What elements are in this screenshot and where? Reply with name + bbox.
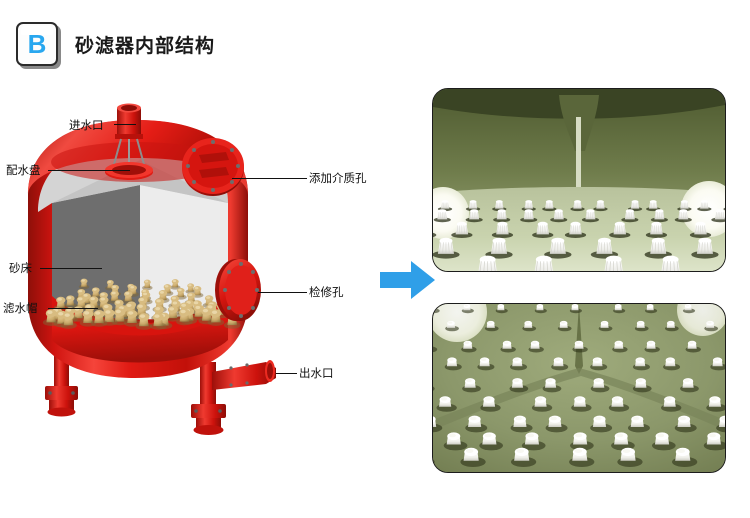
flow-arrow [378, 258, 438, 302]
leader-filter-cap [48, 308, 98, 309]
flow-arrow-icon [380, 261, 435, 299]
page-title: 砂滤器内部结构 [75, 35, 216, 57]
leader-media-port [232, 178, 307, 179]
label-outlet: 出水口 [299, 368, 334, 380]
label-sand-bed: 砂床 [9, 263, 32, 275]
photo-filter-caps-top [432, 303, 726, 473]
label-filter-cap: 滤水帽 [3, 303, 38, 315]
section-badge-letter: B [27, 29, 47, 59]
vessel-top-ring [28, 120, 248, 195]
label-distributor: 配水盘 [6, 165, 41, 177]
label-inlet: 进水口 [69, 120, 104, 132]
filter-nozzles [42, 278, 241, 330]
photo-bottom-content [433, 304, 725, 472]
manhole-flange [215, 259, 261, 321]
leader-inlet [114, 124, 136, 125]
outlet-pipe [212, 360, 276, 390]
leader-manhole [258, 292, 307, 293]
sand-filter-svg [28, 103, 276, 435]
media-addition-port [182, 138, 244, 196]
label-manhole: 检修孔 [309, 287, 344, 299]
sand-filter-diagram: 进水口 配水盘 砂床 滤水帽 添加介质孔 检修孔 出水口 [0, 100, 410, 450]
slide-header: B 砂滤器内部结构 [16, 22, 215, 66]
leader-sand-bed [40, 268, 102, 269]
section-badge: B [16, 22, 58, 66]
leader-distributor [48, 170, 130, 171]
photo-filter-caps-side [432, 88, 726, 272]
photo-top-content [433, 89, 725, 271]
leader-outlet [276, 373, 297, 374]
label-media-port: 添加介质孔 [309, 173, 367, 185]
